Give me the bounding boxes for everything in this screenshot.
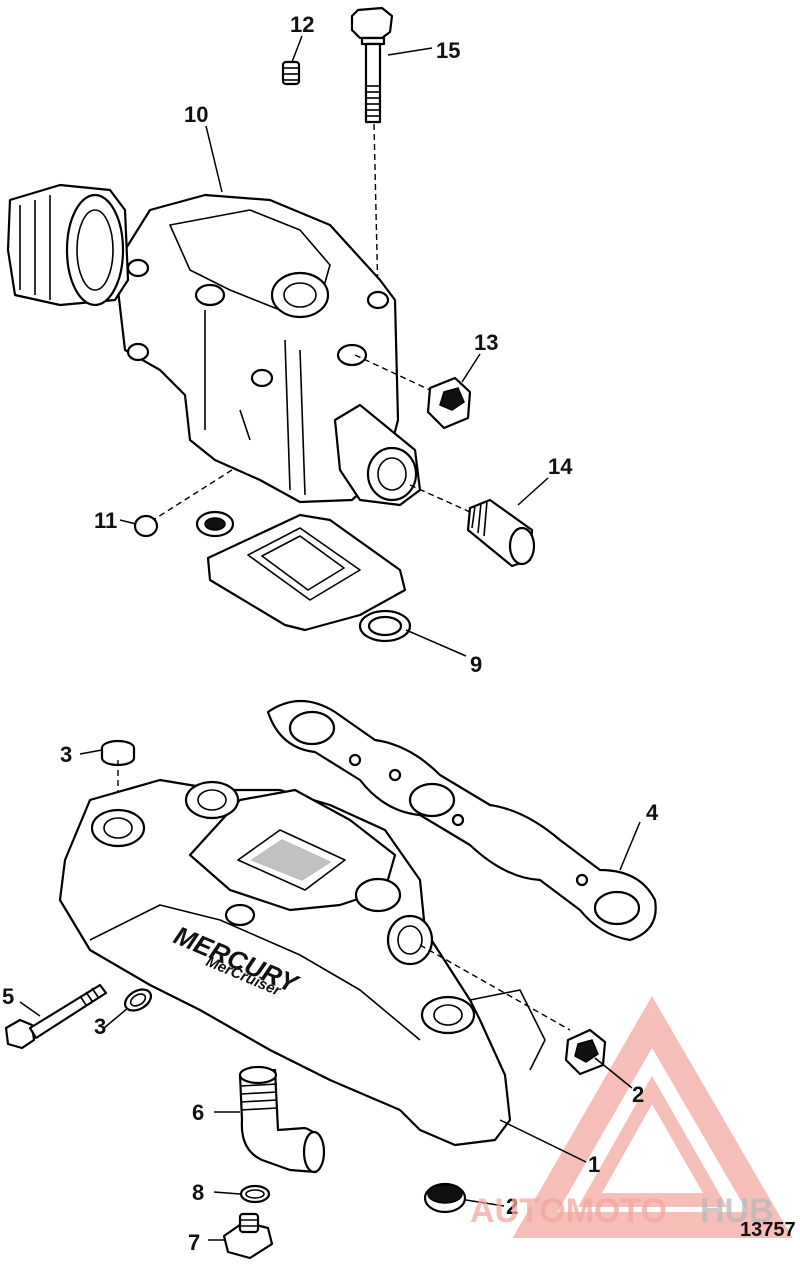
callout-9: 9 [470,652,482,677]
callout-10: 10 [184,102,208,127]
sleeve-lower [123,988,153,1012]
set-screw [281,60,301,86]
cap [133,514,159,538]
callout-5: 5 [2,984,14,1009]
callout-2-lower: 2 [506,1194,518,1219]
drawing-reference-number: 13757 [740,1219,796,1241]
manifold-gasket [266,700,657,942]
callout-11: 11 [94,508,117,533]
watermark-text: AUTOMOTO HUB [470,1192,774,1230]
hose-fitting [466,498,536,568]
watermark-text-a: AUTOMOTO [470,1192,667,1230]
callout-1: 1 [588,1152,600,1177]
callout-3-top: 3 [60,742,72,767]
callout-3-lower: 3 [94,1014,106,1039]
manifold-hex-plug-upper [564,1028,607,1076]
cap-alignment-line [149,469,233,523]
hex-plug [426,376,472,430]
callout-14: 14 [548,454,573,479]
leader-lines [19,35,641,1241]
callout-13: 13 [474,330,498,355]
manifold-plug-alignment-line [419,944,571,1031]
callout-8: 8 [192,1180,204,1205]
bolt-alignment-line [373,123,379,299]
manifold-hex-plug-lower [423,1182,467,1214]
watermark-logo [512,996,793,1238]
callout-7: 7 [188,1230,200,1255]
manifold-bolt [4,983,108,1050]
long-bolt [350,6,394,124]
elbow-gasket [195,510,412,643]
callout-2-upper: 2 [632,1082,644,1107]
o-ring [239,1184,271,1204]
callout-12: 12 [290,12,314,37]
watermark-text-b: HUB [700,1192,774,1230]
elbow-housing [6,183,422,507]
exhaust-manifold: MERCURY MerCruiser [58,778,546,1147]
fitting-alignment-line [409,484,471,513]
drain-plug [222,1212,274,1260]
elbow-fitting [238,1065,326,1174]
plug-alignment-line [354,354,431,391]
callout-6: 6 [192,1100,204,1125]
callout-15: 15 [436,38,460,63]
callout-4: 4 [646,800,659,825]
callout-labels: 12 15 10 13 14 11 9 3 4 5 3 2 6 1 8 2 7 [2,12,659,1255]
